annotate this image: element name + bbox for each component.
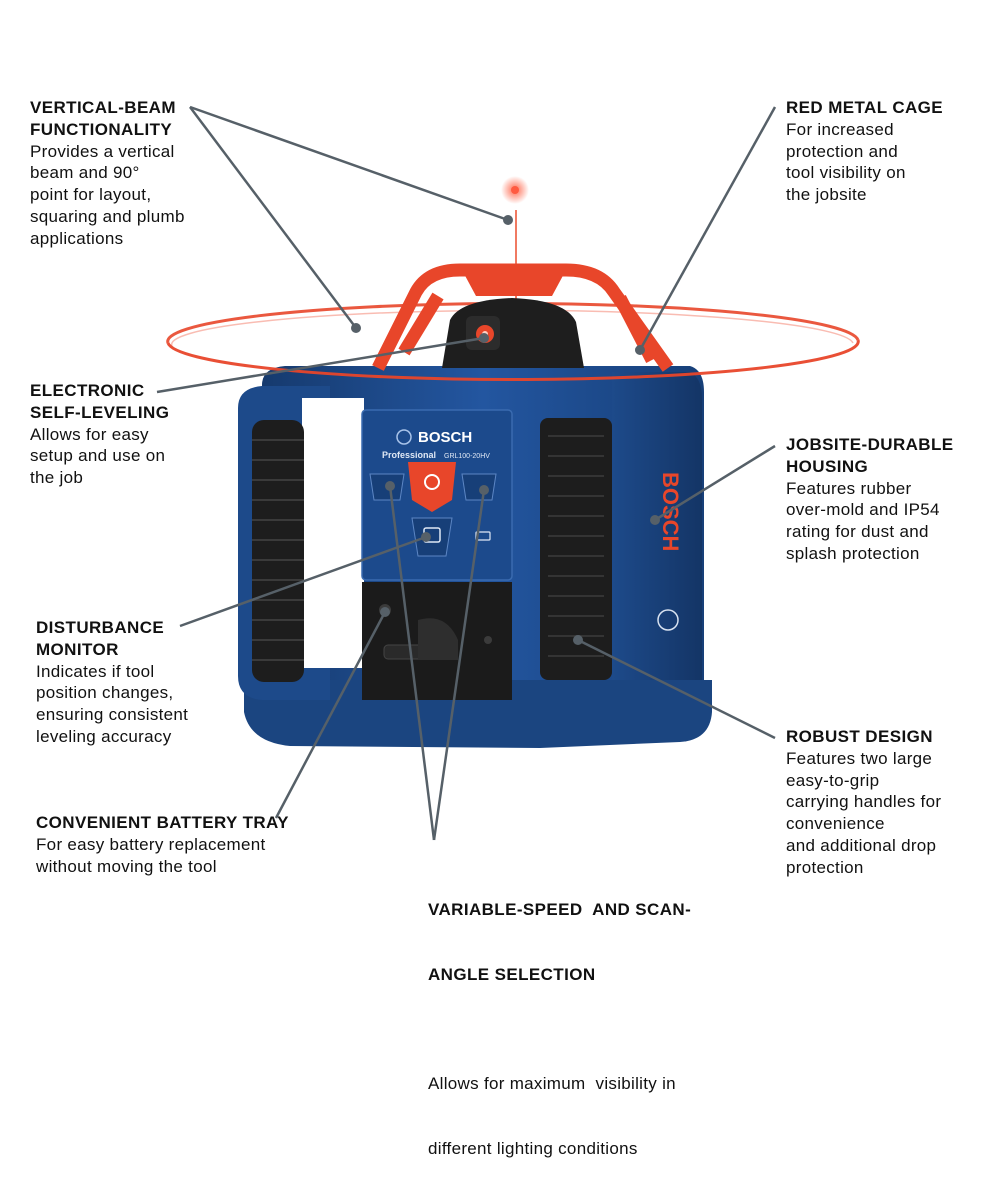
laser-level-illustration: BOSCH Professional GRL100-20HV BOSCH — [156, 105, 860, 841]
callout-description: For increased protection and tool visibi… — [786, 119, 906, 205]
leader-dots — [351, 215, 660, 645]
callout-title: ROBUST DESIGN — [786, 727, 933, 746]
callout-vertical-beam: VERTICAL-BEAM FUNCTIONALITY Provides a v… — [30, 97, 185, 250]
leader-self-leveling — [156, 336, 485, 394]
callout-title: VARIABLE-SPEED AND SCAN- ANGLE SELECTION — [428, 899, 692, 984]
callout-housing: JOBSITE-DURABLE HOUSING Features rubber … — [786, 434, 954, 565]
leader-variable-a — [388, 485, 436, 841]
callout-self-leveling: ELECTRONIC SELF-LEVELING Allows for easy… — [30, 380, 169, 489]
control-panel — [361, 409, 513, 581]
leader-red-cage — [638, 106, 777, 351]
callout-title: RED METAL CAGE — [786, 98, 944, 117]
callout-title: VERTICAL-BEAM FUNCTIONALITY — [30, 98, 176, 139]
panel-line: Professional — [382, 450, 436, 460]
leader-housing — [654, 444, 776, 522]
leader-vertical-beam-a — [189, 105, 509, 222]
laser-plane-front — [166, 339, 860, 382]
left-handle — [238, 386, 364, 700]
leader-battery — [274, 611, 387, 819]
panel-brand: BOSCH — [418, 429, 472, 446]
callout-description: Allows for easy setup and use on the job — [30, 424, 166, 488]
side-emblem — [657, 609, 679, 631]
callout-description: Allows for maximum visibility in differe… — [428, 1073, 676, 1159]
leader-robust — [577, 638, 776, 740]
callout-description: For easy battery replacement without mov… — [36, 834, 266, 876]
callout-description: Provides a vertical beam and 90° point f… — [30, 141, 185, 248]
callout-battery: CONVENIENT BATTERY TRAY For easy battery… — [36, 812, 289, 877]
callout-description: Features rubber over-mold and IP54 ratin… — [786, 478, 940, 563]
leader-lines — [156, 105, 777, 841]
callout-variable-speed: VARIABLE-SPEED AND SCAN- ANGLE SELECTION… — [428, 855, 691, 1204]
leader-vertical-beam-b — [189, 106, 357, 329]
leader-variable-b — [432, 489, 486, 841]
callout-title: CONVENIENT BATTERY TRAY — [36, 813, 289, 832]
callout-title: ELECTRONIC SELF-LEVELING — [30, 381, 170, 422]
callout-robust: ROBUST DESIGN Features two large easy-to… — [786, 726, 941, 879]
cage-top-plate — [462, 270, 566, 296]
callout-disturbance: DISTURBANCE MONITOR Indicates if tool po… — [36, 617, 188, 748]
right-grip — [540, 418, 612, 680]
callout-description: Indicates if tool position changes, ensu… — [36, 661, 189, 746]
battery-tray — [362, 582, 512, 700]
callout-title: JOBSITE-DURABLE HOUSING — [786, 435, 954, 476]
leader-disturbance — [179, 535, 427, 628]
callout-red-cage: RED METAL CAGE For increased protection … — [786, 97, 943, 206]
callout-description: Features two large easy-to-grip carrying… — [786, 748, 942, 877]
rotating-head — [442, 298, 584, 368]
panel-model: GRL100-20HV — [444, 453, 490, 460]
callout-title: DISTURBANCE MONITOR — [36, 618, 165, 659]
